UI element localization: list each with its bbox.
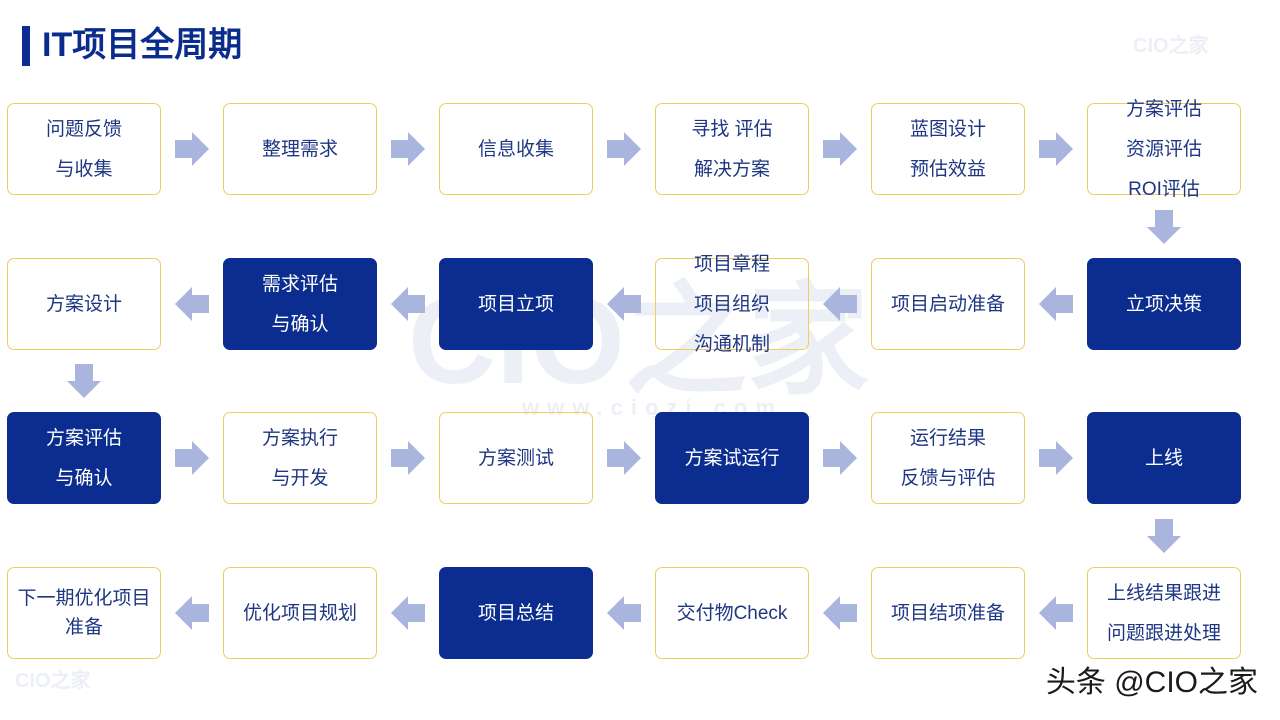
- arrow-left-icon: [1039, 287, 1073, 321]
- flow-step: 上线结果跟进问题跟进处理: [1087, 567, 1241, 659]
- flow-step-label: 与开发: [271, 467, 329, 489]
- title-accent-bar: [22, 26, 30, 66]
- flow-step: 下一期优化项目准备: [7, 567, 161, 659]
- flow-step: 方案设计: [7, 258, 161, 350]
- arrow-right-icon: [1039, 441, 1073, 475]
- flow-step: 项目章程项目组织沟通机制: [655, 254, 809, 355]
- arrow-right-icon: [391, 132, 425, 166]
- arrow-right-icon: [823, 441, 857, 475]
- flow-step: 蓝图设计预估效益: [871, 103, 1025, 195]
- flow-step: 寻找 评估解决方案: [655, 103, 809, 195]
- flow-step: 项目启动准备: [871, 258, 1025, 350]
- flow-step: 方案执行与开发: [223, 412, 377, 504]
- flow-step-label: 下一期优化项目准备: [17, 588, 151, 638]
- flow-step-label: 项目结项准备: [890, 602, 1005, 624]
- flow-step-label: 预估效益: [909, 158, 986, 180]
- flow-step-label: 反馈与评估: [900, 467, 996, 489]
- flow-step-label: 交付物Check: [676, 602, 788, 624]
- watermark-logo-bottom-left: CIO之家: [15, 670, 91, 692]
- flow-step-label: 资源评估: [1125, 138, 1202, 160]
- arrow-down-icon: [1147, 519, 1181, 553]
- flow-step-label: 方案评估: [45, 427, 122, 449]
- flow-step: 优化项目规划: [223, 567, 377, 659]
- flow-step: 需求评估与确认: [223, 258, 377, 350]
- arrow-left-icon: [607, 596, 641, 630]
- flow-step: 项目立项: [439, 258, 593, 350]
- flow-step: 方案试运行: [655, 412, 809, 504]
- flow-step-label: 方案执行: [261, 427, 338, 449]
- watermark-logo-top-right: CIO之家: [1133, 35, 1209, 57]
- arrow-right-icon: [823, 132, 857, 166]
- arrow-down-icon: [67, 364, 101, 398]
- flow-step: 运行结果反馈与评估: [871, 412, 1025, 504]
- arrow-left-icon: [1039, 596, 1073, 630]
- flow-step-label: 方案评估: [1125, 98, 1202, 120]
- flow-step: 立项决策: [1087, 258, 1241, 350]
- flow-step-label: 项目组织: [693, 293, 770, 315]
- arrow-left-icon: [175, 287, 209, 321]
- flow-step: 上线: [1087, 412, 1241, 504]
- flow-step-label: 沟通机制: [693, 333, 770, 355]
- arrow-left-icon: [175, 596, 209, 630]
- flow-step-label: ROI评估: [1128, 178, 1200, 200]
- arrow-right-icon: [1039, 132, 1073, 166]
- source-credit: 头条 @CIO之家: [1045, 666, 1258, 699]
- arrow-right-icon: [391, 441, 425, 475]
- flow-step: 方案测试: [439, 412, 593, 504]
- flow-step-label: 与确认: [271, 313, 329, 335]
- flow-step-label: 方案测试: [477, 447, 554, 469]
- arrow-left-icon: [607, 287, 641, 321]
- arrow-right-icon: [175, 132, 209, 166]
- arrow-right-icon: [175, 441, 209, 475]
- flow-step: 问题反馈与收集: [7, 103, 161, 195]
- flow-step-label: 上线: [1144, 447, 1183, 469]
- flow-step-label: 项目启动准备: [890, 293, 1005, 315]
- flow-step-label: 问题跟进处理: [1106, 622, 1221, 644]
- flow-step-label: 方案试运行: [684, 447, 780, 469]
- flow-step: 方案评估资源评估 ROI评估: [1087, 99, 1241, 200]
- arrow-left-icon: [391, 596, 425, 630]
- flow-step-label: 与收集: [55, 158, 113, 180]
- arrow-right-icon: [607, 132, 641, 166]
- flow-step-label: 蓝图设计: [909, 118, 986, 140]
- flow-step-label: 立项决策: [1125, 293, 1202, 315]
- flow-step-label: 项目章程: [693, 253, 770, 275]
- flow-step: 项目总结: [439, 567, 593, 659]
- flow-step-label: 上线结果跟进: [1106, 582, 1221, 604]
- flow-step-label: 寻找 评估: [691, 118, 773, 140]
- flow-step-label: 整理需求: [261, 138, 338, 160]
- page-title: IT项目全周期: [42, 26, 243, 64]
- arrow-left-icon: [823, 596, 857, 630]
- flow-step-label: 解决方案: [693, 158, 770, 180]
- flow-step: 交付物Check: [655, 567, 809, 659]
- flow-step-label: 信息收集: [477, 138, 554, 160]
- arrow-left-icon: [391, 287, 425, 321]
- flow-step: 方案评估与确认: [7, 412, 161, 504]
- arrow-right-icon: [607, 441, 641, 475]
- arrow-down-icon: [1147, 210, 1181, 244]
- flow-step-label: 项目立项: [477, 293, 554, 315]
- flow-step-label: 项目总结: [477, 602, 554, 624]
- flow-step-label: 与确认: [55, 467, 113, 489]
- flow-step: 项目结项准备: [871, 567, 1025, 659]
- flow-step-label: 需求评估: [261, 273, 338, 295]
- flow-step-label: 优化项目规划: [242, 602, 357, 624]
- flow-step: 信息收集: [439, 103, 593, 195]
- flow-step-label: 问题反馈: [45, 118, 122, 140]
- flow-step-label: 方案设计: [45, 293, 122, 315]
- flow-step: 整理需求: [223, 103, 377, 195]
- arrow-left-icon: [823, 287, 857, 321]
- flow-step-label: 运行结果: [909, 427, 986, 449]
